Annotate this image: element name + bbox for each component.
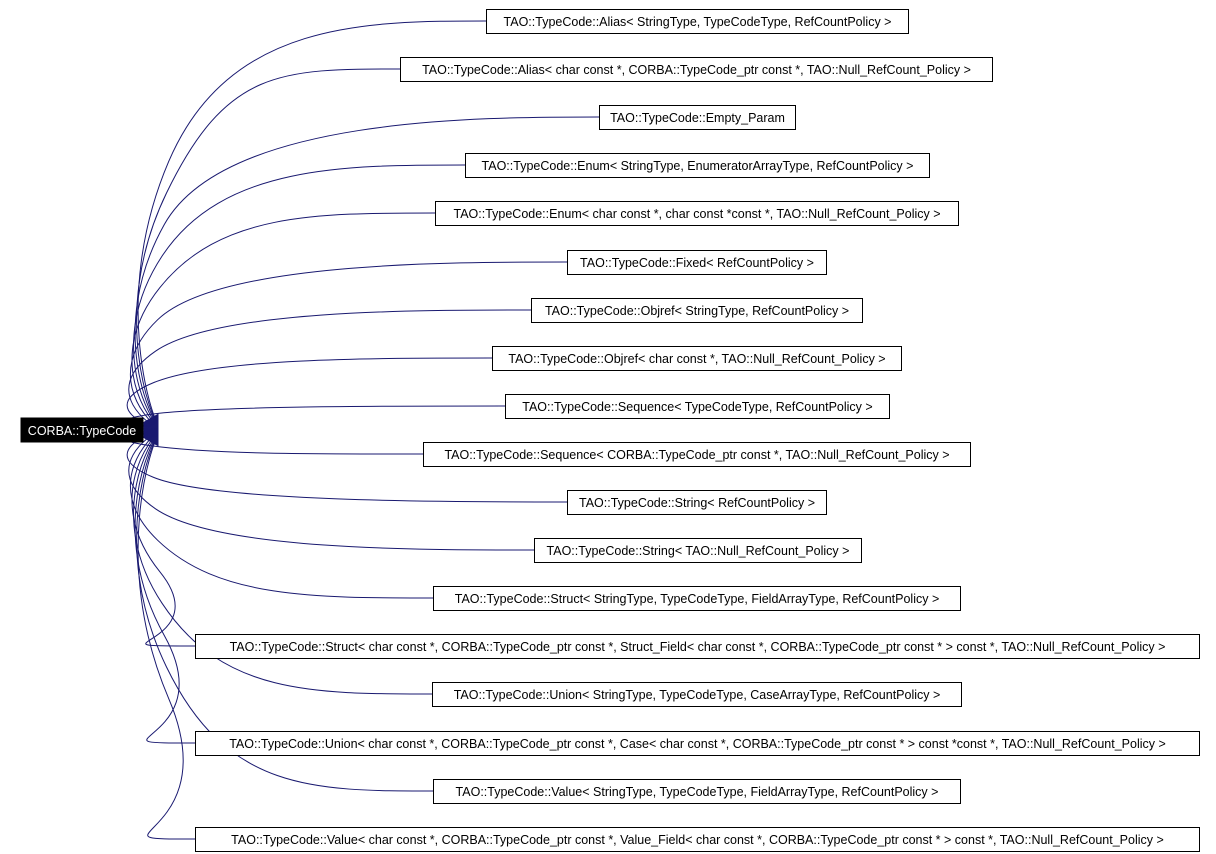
derived-class-label: TAO::TypeCode::Fixed< RefCountPolicy >	[580, 256, 814, 270]
inheritance-edge	[131, 433, 196, 647]
derived-class-box	[534, 538, 862, 563]
derived-class-label: TAO::TypeCode::Union< char const *, CORB…	[229, 737, 1166, 751]
inheritance-edge	[126, 357, 493, 430]
derived-class-label: TAO::TypeCode::Sequence< CORBA::TypeCode…	[444, 448, 949, 462]
derived-class-label: TAO::TypeCode::Alias< char const *, CORB…	[422, 63, 971, 77]
inheritance-edge	[136, 436, 434, 792]
derived-class-node[interactable]: TAO::TypeCode::Objref< StringType, RefCo…	[531, 298, 863, 323]
derived-class-node[interactable]: TAO::TypeCode::Value< StringType, TypeCo…	[433, 779, 961, 804]
derived-class-node[interactable]: TAO::TypeCode::Struct< StringType, TypeC…	[433, 586, 961, 611]
derived-class-box	[599, 105, 796, 130]
derived-class-node[interactable]: TAO::TypeCode::Sequence< CORBA::TypeCode…	[423, 442, 971, 467]
derived-class-node[interactable]: TAO::TypeCode::Objref< char const *, TAO…	[492, 346, 902, 371]
inheritance-edge	[133, 434, 433, 695]
inheritance-edge	[134, 435, 196, 744]
inheritance-arrowhead	[142, 435, 159, 447]
derived-class-node[interactable]: TAO::TypeCode::Union< StringType, TypeCo…	[432, 682, 962, 707]
derived-class-box	[400, 57, 993, 82]
derived-class-box	[567, 250, 827, 275]
inheritance-edge	[136, 68, 401, 424]
derived-class-label: TAO::TypeCode::Value< char const *, CORB…	[231, 833, 1164, 847]
inheritance-edge	[131, 212, 436, 427]
inheritance-edge	[137, 437, 196, 840]
derived-class-box	[432, 682, 962, 707]
derived-class-box	[486, 9, 909, 34]
derived-class-box	[435, 201, 959, 226]
inheritance-edge	[137, 20, 487, 423]
derived-class-label: TAO::TypeCode::Enum< char const *, char …	[453, 207, 940, 221]
derived-class-node[interactable]: TAO::TypeCode::String< TAO::Null_RefCoun…	[534, 538, 862, 563]
derived-class-box	[433, 586, 961, 611]
inheritance-edge	[130, 432, 434, 599]
root-class-box	[20, 417, 144, 443]
derived-class-box	[492, 346, 902, 371]
inheritance-edge	[130, 261, 568, 428]
derived-class-node[interactable]: TAO::TypeCode::Union< char const *, CORB…	[195, 731, 1200, 756]
inheritance-edge	[133, 164, 466, 426]
derived-class-node[interactable]: TAO::TypeCode::Struct< char const *, COR…	[195, 634, 1200, 659]
derived-class-box	[423, 442, 971, 467]
inheritance-edge	[125, 405, 506, 431]
derived-class-node[interactable]: TAO::TypeCode::String< RefCountPolicy >	[567, 490, 827, 515]
derived-class-box	[505, 394, 890, 419]
derived-class-box	[195, 731, 1200, 756]
derived-class-node[interactable]: TAO::TypeCode::Value< char const *, CORB…	[195, 827, 1200, 852]
derived-class-nodes: TAO::TypeCode::Alias< StringType, TypeCo…	[195, 9, 1200, 852]
derived-class-box	[433, 779, 961, 804]
derived-class-label: TAO::TypeCode::String< TAO::Null_RefCoun…	[547, 544, 850, 558]
inheritance-edge	[128, 309, 532, 429]
derived-class-label: TAO::TypeCode::Alias< StringType, TypeCo…	[504, 15, 892, 29]
derived-class-node[interactable]: TAO::TypeCode::Alias< char const *, CORB…	[400, 57, 993, 82]
inheritance-edge	[125, 429, 424, 455]
derived-class-label: TAO::TypeCode::Sequence< TypeCodeType, R…	[522, 400, 872, 414]
inheritance-edge	[128, 431, 535, 551]
derived-class-box	[465, 153, 930, 178]
derived-class-label: TAO::TypeCode::Objref< char const *, TAO…	[508, 352, 885, 366]
derived-class-label: TAO::TypeCode::Empty_Param	[610, 111, 785, 125]
derived-class-box	[195, 827, 1200, 852]
derived-class-node[interactable]: TAO::TypeCode::Alias< StringType, TypeCo…	[486, 9, 909, 34]
derived-class-node[interactable]: TAO::TypeCode::Sequence< TypeCodeType, R…	[505, 394, 890, 419]
derived-class-box	[531, 298, 863, 323]
derived-class-label: TAO::TypeCode::Struct< char const *, COR…	[230, 640, 1166, 654]
root-class-label: CORBA::TypeCode	[28, 424, 136, 438]
derived-class-label: TAO::TypeCode::Enum< StringType, Enumera…	[482, 159, 914, 173]
derived-class-label: TAO::TypeCode::Union< StringType, TypeCo…	[454, 688, 941, 702]
derived-class-node[interactable]: TAO::TypeCode::Enum< StringType, Enumera…	[465, 153, 930, 178]
derived-class-node[interactable]: TAO::TypeCode::Enum< char const *, char …	[435, 201, 959, 226]
derived-class-label: TAO::TypeCode::Value< StringType, TypeCo…	[456, 785, 939, 799]
derived-class-label: TAO::TypeCode::String< RefCountPolicy >	[579, 496, 815, 510]
derived-class-box	[195, 634, 1200, 659]
derived-class-node[interactable]: TAO::TypeCode::Empty_Param	[599, 105, 796, 130]
derived-class-label: TAO::TypeCode::Struct< StringType, TypeC…	[455, 592, 940, 606]
inheritance-arrowheads	[142, 413, 159, 447]
inheritance-edge	[134, 116, 600, 425]
derived-class-box	[567, 490, 827, 515]
inheritance-edges	[125, 20, 600, 840]
root-class-node[interactable]: CORBA::TypeCode	[20, 417, 144, 443]
derived-class-node[interactable]: TAO::TypeCode::Fixed< RefCountPolicy >	[567, 250, 827, 275]
derived-class-label: TAO::TypeCode::Objref< StringType, RefCo…	[545, 304, 849, 318]
